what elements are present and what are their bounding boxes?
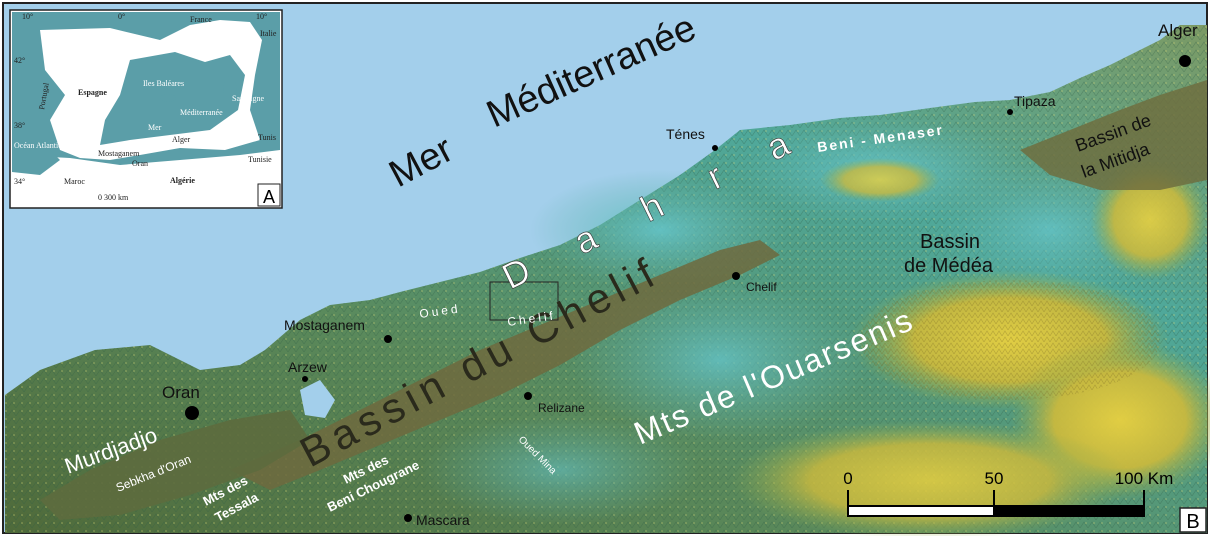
panel-label-a: A <box>263 187 275 207</box>
city-label-mostaganem: Mostaganem <box>284 317 365 333</box>
inset-place-atlantique: Océan Atlantique <box>14 141 70 150</box>
city-label-chelif: Chelif <box>746 280 777 294</box>
city-dot-mascara <box>404 514 412 522</box>
inset-place-mediterranee: Méditerranée <box>180 108 223 117</box>
city-markers <box>185 55 1191 522</box>
city-labels: Alger Tipaza Ténes Chelif Mostaganem Arz… <box>162 21 1198 528</box>
inset-graticule-4: 42° <box>14 56 25 65</box>
city-dot-arzew <box>302 376 308 382</box>
river-label-chelif: Chelif <box>506 308 556 329</box>
inset-place-mer: Mer <box>148 123 162 132</box>
inset-country-algerie: Algérie <box>170 176 195 185</box>
city-label-arzew: Arzew <box>288 359 328 375</box>
scale-tick-50: 50 <box>985 469 1004 488</box>
inset-place-mostaganem: Mostaganem <box>98 149 140 158</box>
inset-graticule-5: 38° <box>14 121 25 130</box>
river-label-oued: Oued <box>418 301 461 321</box>
inset-scale: 0 300 km <box>98 193 129 202</box>
inset-place-alger: Alger <box>172 135 191 144</box>
land-relief <box>5 25 1210 536</box>
study-area-box <box>489 281 559 321</box>
inset-country-espagne: Espagne <box>78 88 107 97</box>
panel-b-box <box>1179 507 1207 533</box>
city-label-oran: Oran <box>162 383 200 402</box>
inset-country-france: France <box>190 15 212 24</box>
inset-country-maroc: Maroc <box>64 177 85 186</box>
inset-graticule-6: 34° <box>14 177 25 186</box>
city-dot-tipaza <box>1007 109 1013 115</box>
inset-place-oran: Oran <box>132 159 148 168</box>
city-dot-relizane <box>524 392 532 400</box>
inset-place-baleares: Iles Baléares <box>143 79 184 88</box>
city-label-tenes: Ténes <box>666 126 705 142</box>
region-label-medea-2: de Médéa <box>904 255 994 277</box>
region-label-medea-1: Bassin <box>920 231 980 253</box>
city-label-tipaza: Tipaza <box>1014 93 1056 109</box>
inset-country-tunisie: Tunisie <box>248 155 272 164</box>
scale-tick-100: 100 Km <box>1115 469 1174 488</box>
city-dot-oran <box>185 406 199 420</box>
city-label-alger: Alger <box>1158 21 1198 40</box>
inset-graticule-1: 10° <box>22 12 33 21</box>
inset-graticule-3: 10° <box>256 12 267 21</box>
scale-bar <box>847 490 1145 517</box>
city-dot-alger <box>1179 55 1191 67</box>
city-label-mascara: Mascara <box>416 512 470 528</box>
city-dot-tenes <box>712 145 718 151</box>
panel-label-b: B <box>1186 511 1199 533</box>
inset-place-sardaigne: Sardaigne <box>232 94 264 103</box>
inset-country-italie: Italie <box>260 29 277 38</box>
inset-place-tunis: Tunis <box>258 133 276 142</box>
scale-tick-0: 0 <box>843 469 852 488</box>
inset-labels: 10° 0° 10° 42° 38° 34° France Italie Esp… <box>14 12 277 202</box>
inset-map <box>9 9 283 209</box>
city-dot-mostaganem <box>384 335 392 343</box>
city-dot-chelif <box>732 272 740 280</box>
city-label-relizane: Relizane <box>538 401 585 415</box>
inset-graticule-2: 0° <box>118 12 125 21</box>
